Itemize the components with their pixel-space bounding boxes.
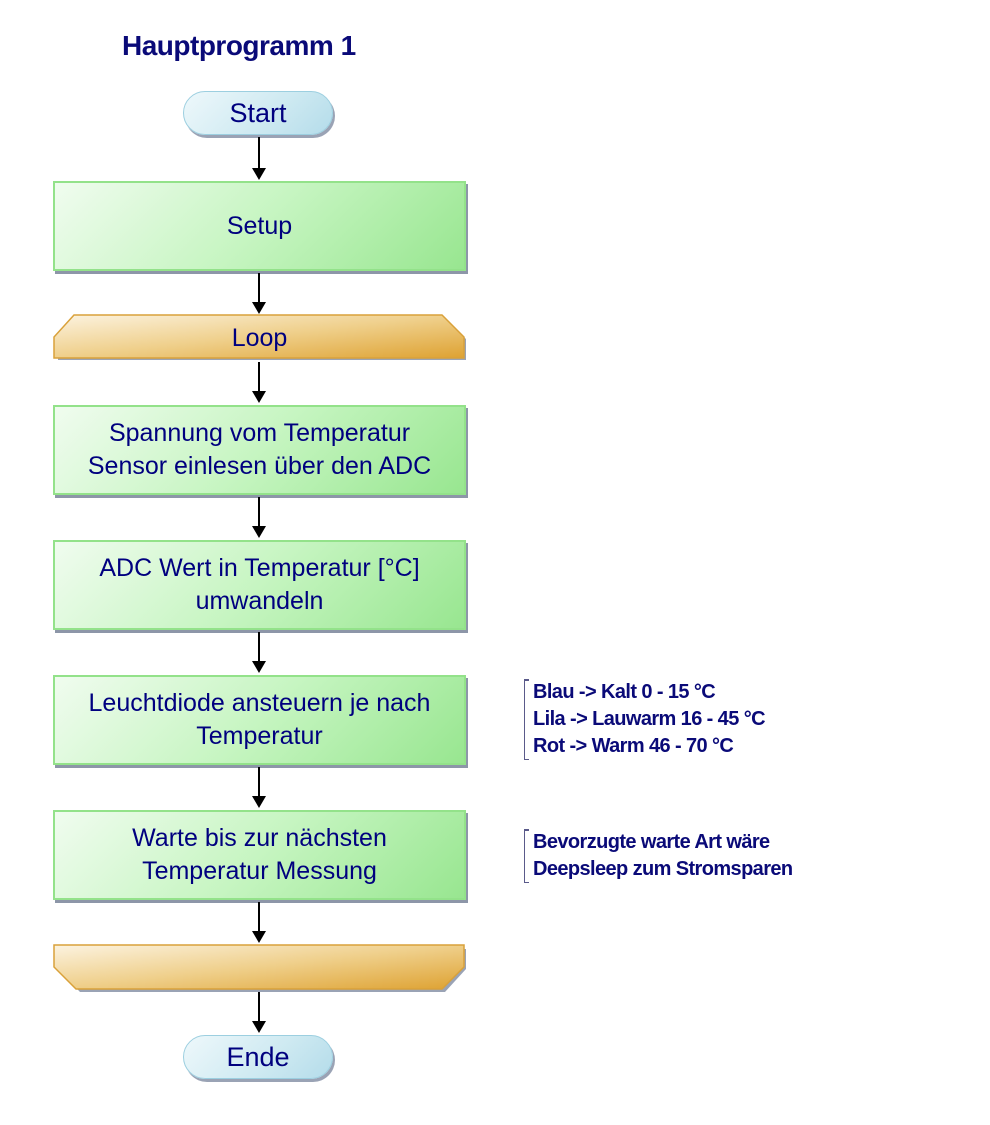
loop-end-node	[53, 944, 466, 992]
arrowhead-icon	[252, 1021, 266, 1033]
arrowhead-icon	[252, 168, 266, 180]
arrowhead-icon	[252, 931, 266, 943]
led-control-node: Leuchtdiode ansteuern je nach Temperatur	[53, 675, 466, 765]
led-control-line-1: Leuchtdiode ansteuern je nach	[88, 689, 431, 717]
led-comment-line-1: Blau -> Kalt 0 - 15 °C	[533, 681, 716, 703]
connector-loop-step1	[258, 362, 260, 392]
connector-start-setup	[258, 137, 260, 169]
connector-step4-loopend	[258, 902, 260, 932]
read-sensor-line-2: Sensor einlesen über den ADC	[87, 452, 432, 480]
wait-comment: Bevorzugte warte Art wäre Deepsleep zum …	[524, 829, 793, 883]
read-sensor-line-1: Spannung vom Temperatur	[108, 419, 411, 447]
connector-step2-step3	[258, 632, 260, 662]
arrowhead-icon	[252, 526, 266, 538]
connector-step3-step4	[258, 767, 260, 797]
arrowhead-icon	[252, 391, 266, 403]
loop-label: Loop	[231, 324, 288, 352]
start-label: Start	[229, 97, 287, 128]
arrowhead-icon	[252, 661, 266, 673]
setup-label: Setup	[226, 211, 293, 240]
connector-setup-loop	[258, 273, 260, 303]
wait-comment-line-1: Bevorzugte warte Art wäre	[533, 831, 770, 853]
convert-node: ADC Wert in Temperatur [°C] umwandeln	[53, 540, 466, 630]
arrowhead-icon	[252, 796, 266, 808]
led-comment-line-2: Lila -> Lauwarm 16 - 45 °C	[533, 708, 766, 730]
arrowhead-icon	[252, 302, 266, 314]
connector-loopend-end	[258, 992, 260, 1022]
start-node: Start	[183, 91, 333, 135]
end-node: Ende	[183, 1035, 333, 1079]
led-control-line-2: Temperatur	[196, 722, 323, 750]
wait-comment-line-2: Deepsleep zum Stromsparen	[533, 858, 793, 880]
diagram-title: Hauptprogramm 1	[122, 30, 356, 61]
led-comment-line-3: Rot -> Warm 46 - 70 °C	[533, 735, 734, 757]
connector-step1-step2	[258, 497, 260, 527]
wait-node: Warte bis zur nächsten Temperatur Messun…	[53, 810, 466, 900]
read-sensor-node: Spannung vom Temperatur Sensor einlesen …	[53, 405, 466, 495]
convert-line-2: umwandeln	[195, 587, 324, 615]
loop-start-node	[53, 314, 466, 360]
led-comment: Blau -> Kalt 0 - 15 °C Lila -> Lauwarm 1…	[524, 679, 766, 760]
wait-line-1: Warte bis zur nächsten	[132, 824, 387, 852]
setup-node: Setup	[53, 181, 466, 271]
end-label: Ende	[226, 1041, 290, 1072]
convert-line-1: ADC Wert in Temperatur [°C]	[99, 554, 420, 582]
wait-line-2: Temperatur Messung	[142, 857, 377, 885]
